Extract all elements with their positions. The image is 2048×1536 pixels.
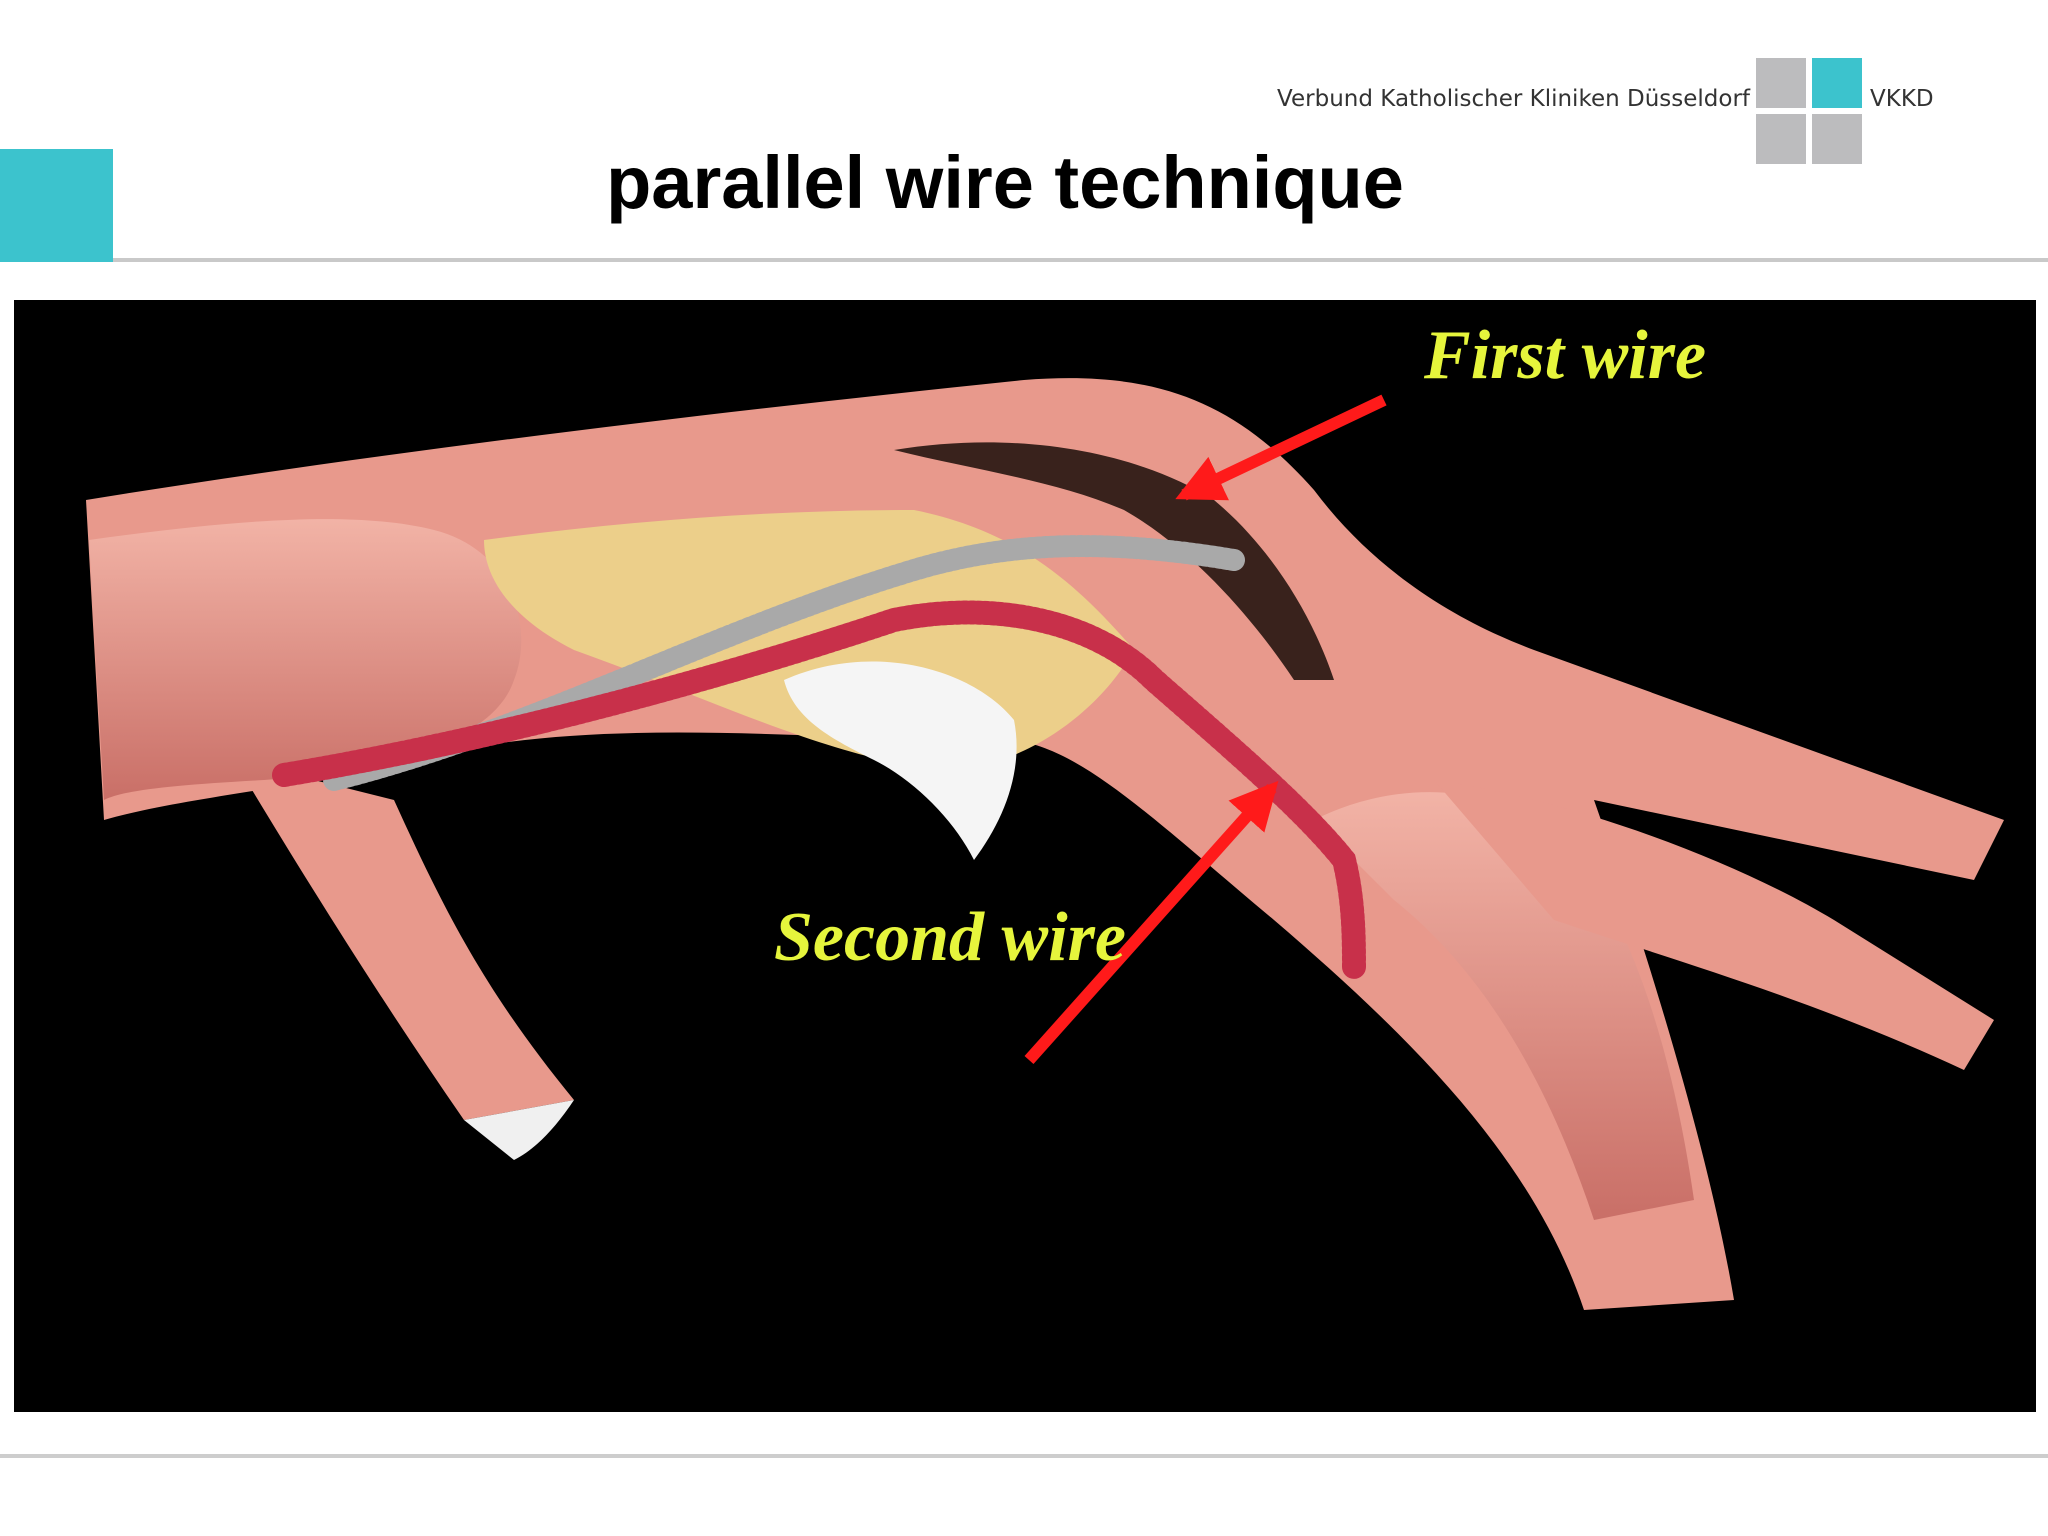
organization-name: Verbund Katholischer Kliniken Düsseldorf [1277,86,1750,112]
second-wire [272,600,1366,982]
calcification [784,661,1017,860]
dissection-plane [894,442,1334,680]
vessel-drawing: First wire Second wire [86,317,2004,1310]
slide-title: parallel wire technique [606,141,1404,224]
accent-block [0,149,113,262]
first-wire-label: First wire [1423,317,1706,394]
logo-square-top-left [1756,58,1806,108]
logo-square-bottom-left [1756,114,1806,164]
vkkd-logo [1756,58,1864,166]
vessel-illustration: First wire Second wire [14,300,2036,1412]
footer-divider [0,1454,2048,1458]
logo-square-bottom-right [1812,114,1862,164]
left-lumen [89,519,522,800]
side-branch-left [234,760,574,1120]
side-branch-left-shading [464,1100,574,1160]
second-wire-label: Second wire [774,899,1126,976]
arrow-first-wire [1175,394,1387,501]
side-branch-right [1434,780,1994,1070]
logo-square-top-right [1812,58,1862,108]
arrow-second-wire [1024,780,1279,1064]
header-divider [113,258,2048,262]
organization-abbreviation: VKKD [1870,86,1934,112]
